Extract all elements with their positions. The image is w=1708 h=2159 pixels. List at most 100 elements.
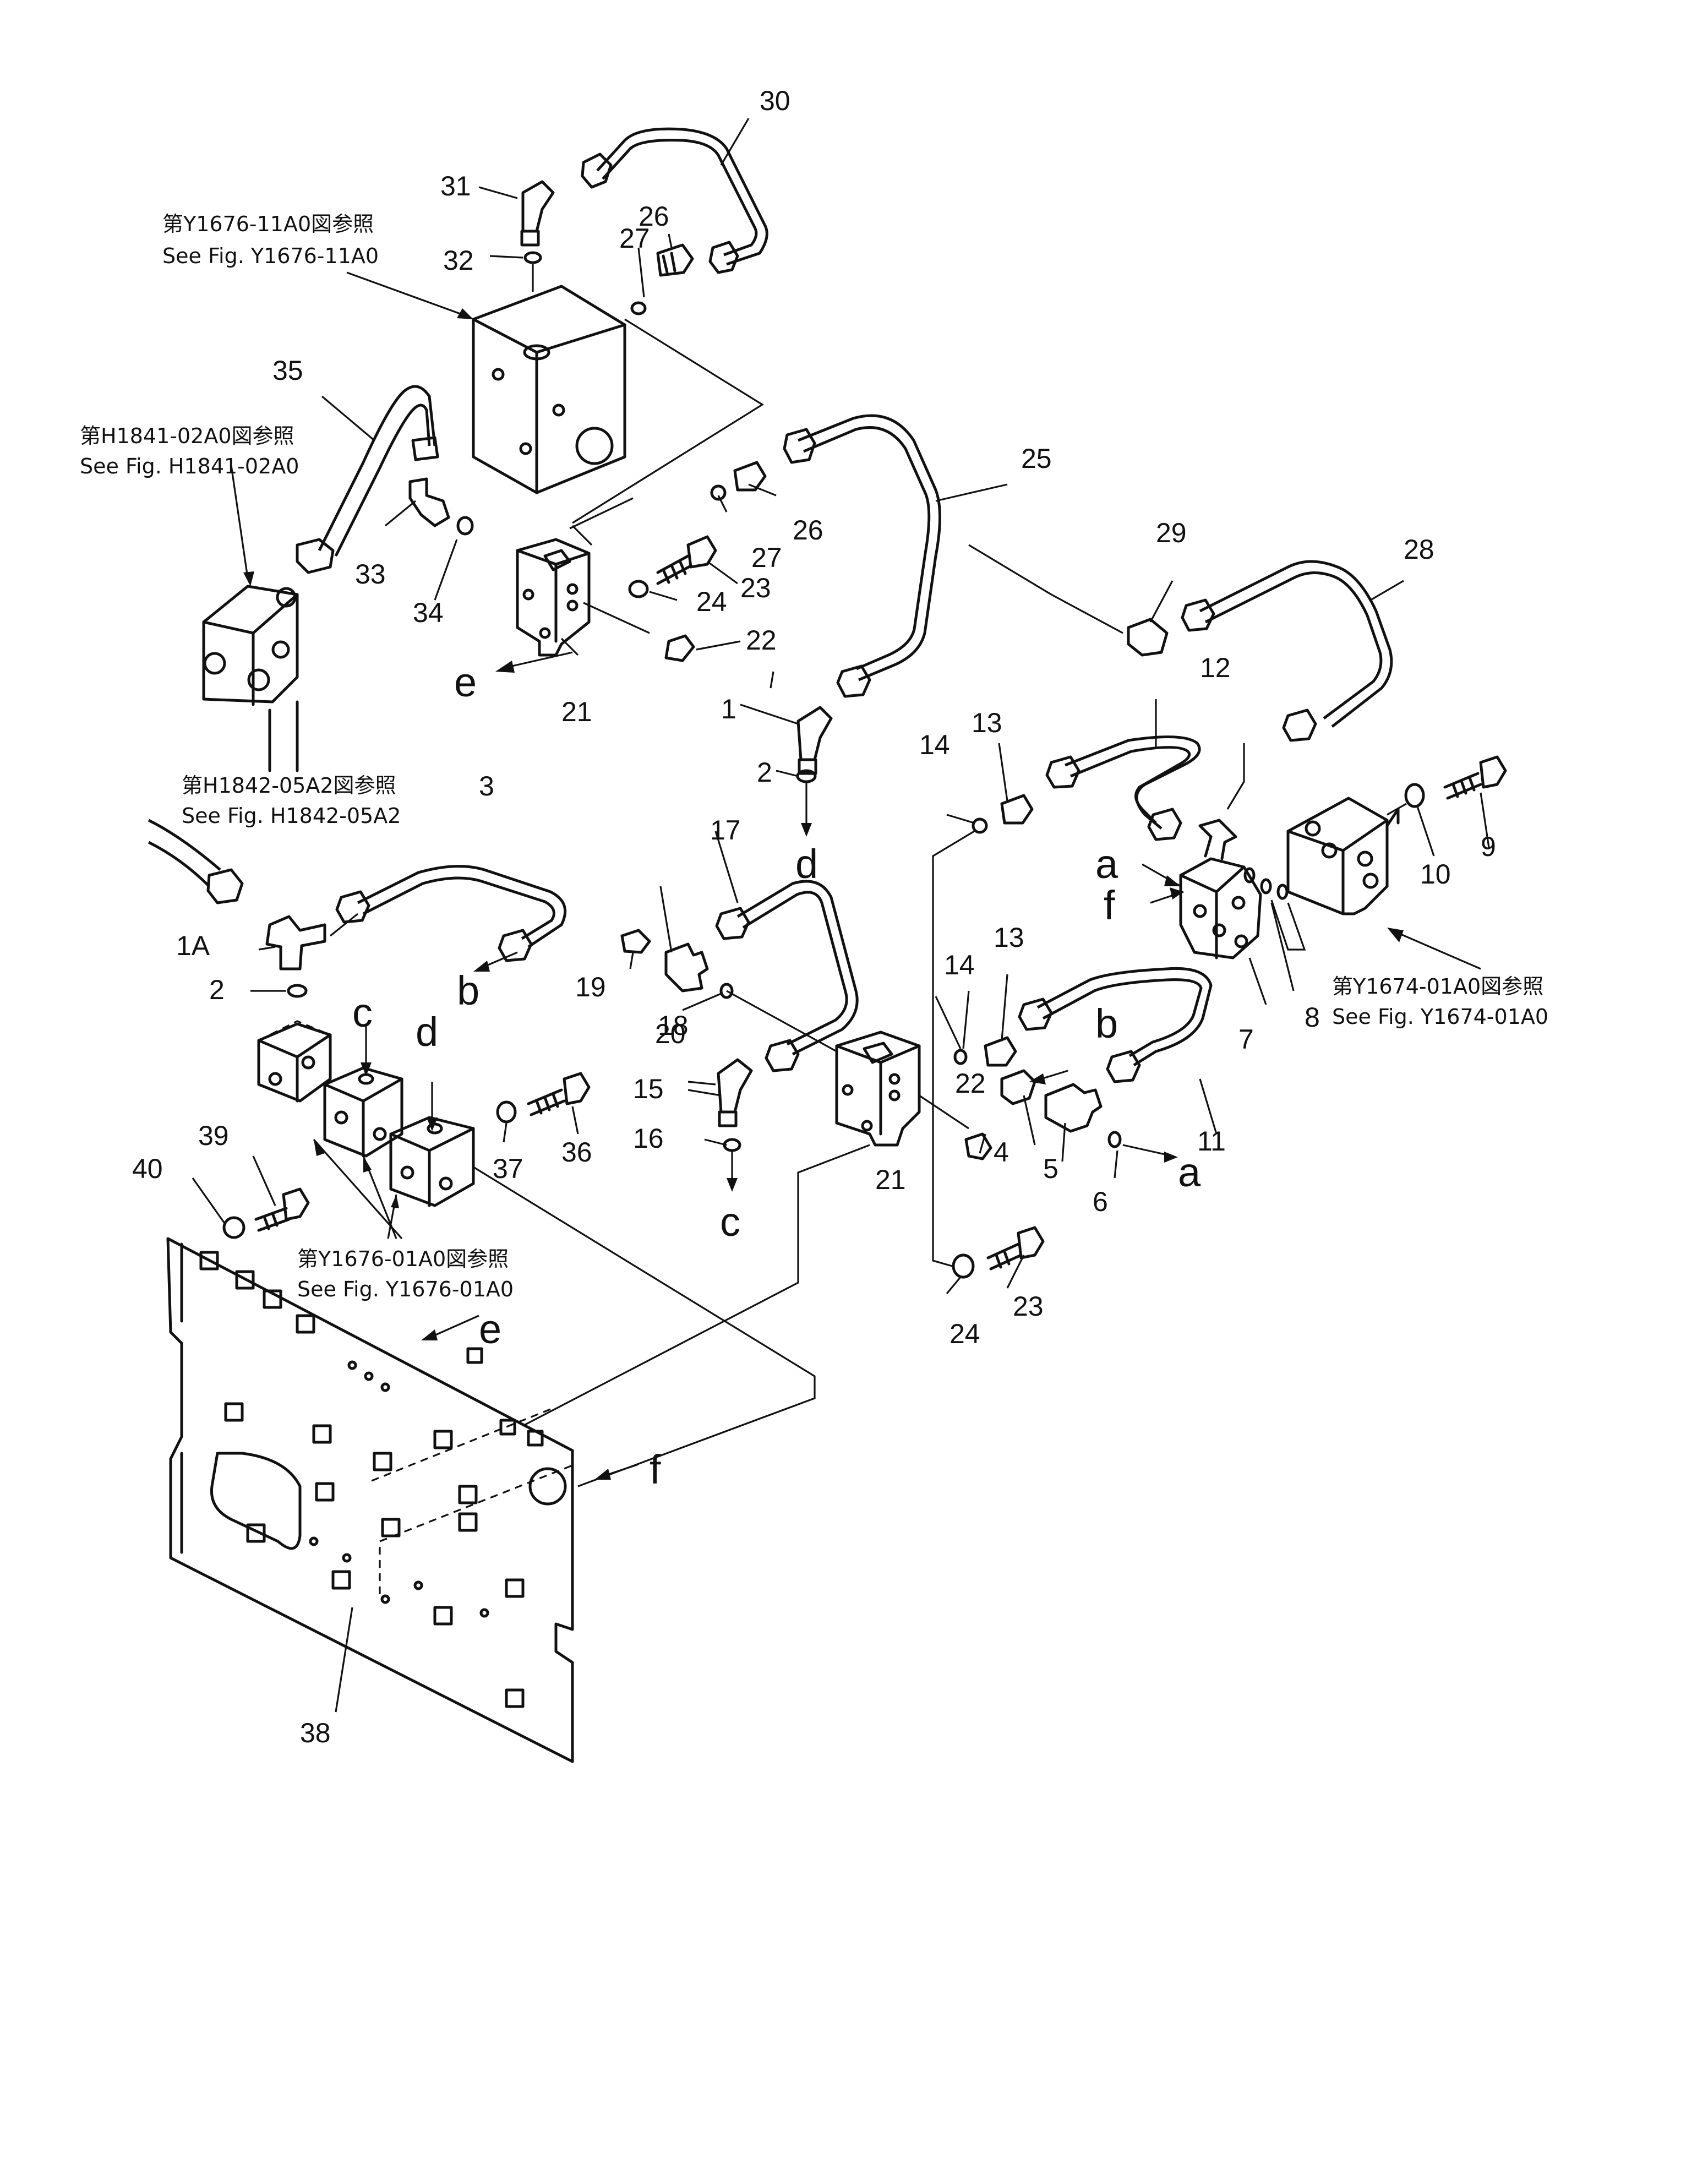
part-number-22-lower: 22 xyxy=(955,1068,986,1099)
o-ring-8a xyxy=(1243,867,1256,884)
part-number-4: 4 xyxy=(994,1137,1009,1168)
connection-a-upper: a xyxy=(1095,841,1118,887)
part-number-11: 11 xyxy=(1197,1126,1226,1157)
connection-f-lower: f xyxy=(650,1447,661,1492)
part-number-26-upper: 26 xyxy=(793,515,823,546)
bolt-23-lower xyxy=(986,1226,1045,1271)
part-number-40: 40 xyxy=(132,1153,163,1184)
o-ring-34 xyxy=(456,516,474,536)
part-number-6: 6 xyxy=(1093,1186,1108,1217)
ref-y1674-01a0-en: See Fig. Y1674-01A0 xyxy=(1332,1005,1548,1029)
o-ring-27-top xyxy=(630,301,647,315)
ref-y1674-01a0-jp: 第Y1674-01A0図参照 xyxy=(1332,974,1543,999)
elbow-1 xyxy=(796,706,833,775)
part-number-37: 37 xyxy=(493,1153,523,1184)
ref-y1676-01a0-jp: 第Y1676-01A0図参照 xyxy=(297,1247,509,1271)
bolt-9 xyxy=(1443,755,1507,800)
part-number-17: 17 xyxy=(710,815,741,846)
part-number-3: 3 xyxy=(479,771,494,802)
ref-y1676-01a0-en: See Fig. Y1676-01A0 xyxy=(297,1277,514,1301)
part-number-25: 25 xyxy=(1021,443,1052,474)
part-number-27-top: 27 xyxy=(619,223,650,254)
ref-y1676-11a0-jp: 第Y1676-11A0図参照 xyxy=(162,212,374,236)
fitting-13-lower xyxy=(984,1036,1017,1067)
tee-18 xyxy=(664,942,709,993)
part-number-33: 33 xyxy=(355,559,386,590)
part-number-36: 36 xyxy=(561,1137,592,1168)
elbow-31 xyxy=(520,180,555,247)
pipe-25 xyxy=(783,414,941,698)
pipe-28 xyxy=(1181,560,1393,742)
part-number-21-lower: 21 xyxy=(875,1164,906,1195)
connection-letters: e d a f b c d b a c e f xyxy=(352,659,1201,1492)
fitting-22-upper xyxy=(664,634,695,662)
fitting-13-upper xyxy=(1000,794,1034,825)
part-number-18: 18 xyxy=(658,1010,689,1041)
o-ring-14-lower xyxy=(953,1049,968,1065)
part-number-39: 39 xyxy=(198,1120,229,1151)
leader-lines xyxy=(192,118,1490,1713)
part-number-26-top: 26 xyxy=(639,201,669,232)
bolt-39 xyxy=(254,1187,310,1232)
part-number-21-upper: 21 xyxy=(561,696,592,727)
reference-texts: 第Y1676-11A0図参照 See Fig. Y1676-11A0 第H184… xyxy=(80,212,1548,1301)
connection-d-lower: d xyxy=(416,1009,438,1055)
top-valve-block xyxy=(472,285,626,494)
part-number-15: 15 xyxy=(633,1073,664,1104)
ref-h1841-02a0-jp: 第H1841-02A0図参照 xyxy=(80,424,294,448)
part-number-14-lower: 14 xyxy=(944,950,975,980)
connection-e-upper: e xyxy=(454,659,477,705)
part-number-9: 9 xyxy=(1481,831,1496,862)
ref-h1842-05a2-en: See Fig. H1842-05A2 xyxy=(182,804,401,828)
part-number-5: 5 xyxy=(1043,1153,1058,1184)
part-number-2-right: 2 xyxy=(757,757,772,788)
part-number-32: 32 xyxy=(443,245,474,276)
part-number-22-upper: 22 xyxy=(746,625,777,656)
hose-35 xyxy=(296,385,439,574)
connection-c-upper: c xyxy=(352,990,373,1035)
hose-h1842 xyxy=(148,819,244,904)
part-number-7: 7 xyxy=(1238,1024,1254,1055)
washer-37 xyxy=(496,1100,517,1124)
part-number-13-upper: 13 xyxy=(972,707,1002,738)
part-number-38: 38 xyxy=(300,1718,331,1748)
part-numbers: 30 31 32 27 26 35 25 26 27 23 24 22 33 3… xyxy=(132,85,1496,1748)
pipe-3 xyxy=(335,865,567,962)
part-number-14-upper: 14 xyxy=(919,729,950,760)
ref-h1842-05a2-jp: 第H1842-05A2図参照 xyxy=(182,773,396,798)
pipe-12 xyxy=(1045,735,1201,841)
part-number-16: 16 xyxy=(633,1123,664,1154)
part-number-10: 10 xyxy=(1420,859,1451,890)
washer-10 xyxy=(1404,783,1425,808)
part-number-29: 29 xyxy=(1156,517,1187,548)
part-number-19: 19 xyxy=(575,972,606,1002)
part-number-27-upper: 27 xyxy=(751,542,782,573)
part-number-23-lower: 23 xyxy=(1013,1291,1044,1322)
valve-block-21-lower xyxy=(835,1031,921,1147)
part-number-28: 28 xyxy=(1404,534,1434,565)
pipe-11 xyxy=(1018,967,1213,1083)
connection-c-lower: c xyxy=(720,1199,740,1245)
part-number-24-lower: 24 xyxy=(950,1318,980,1349)
part-number-1a: 1A xyxy=(176,930,210,961)
part-number-35: 35 xyxy=(272,355,303,386)
o-ring-32 xyxy=(523,251,542,264)
block-7 xyxy=(1179,819,1262,959)
o-ring-6 xyxy=(1107,1131,1122,1148)
washer-24-lower xyxy=(952,1253,975,1279)
base-plate-38 xyxy=(166,1237,576,1763)
fitting-22-lower xyxy=(964,1132,992,1160)
part-number-1: 1 xyxy=(721,694,736,724)
o-ring-8c xyxy=(1276,884,1289,900)
fitting-5 xyxy=(1044,1083,1103,1133)
fitting-26-top xyxy=(656,243,694,277)
elbow-15 xyxy=(717,1058,753,1127)
valve-block-21-upper xyxy=(516,538,591,657)
o-ring-2-left xyxy=(287,984,308,998)
washer-40 xyxy=(222,1216,245,1239)
part-number-24-upper: 24 xyxy=(696,586,727,617)
part-number-30: 30 xyxy=(760,85,790,116)
ref-h1841-02a0-en: See Fig. H1841-02A0 xyxy=(80,454,299,478)
washer-24-upper xyxy=(628,580,649,598)
bolt-23-upper xyxy=(656,535,717,585)
